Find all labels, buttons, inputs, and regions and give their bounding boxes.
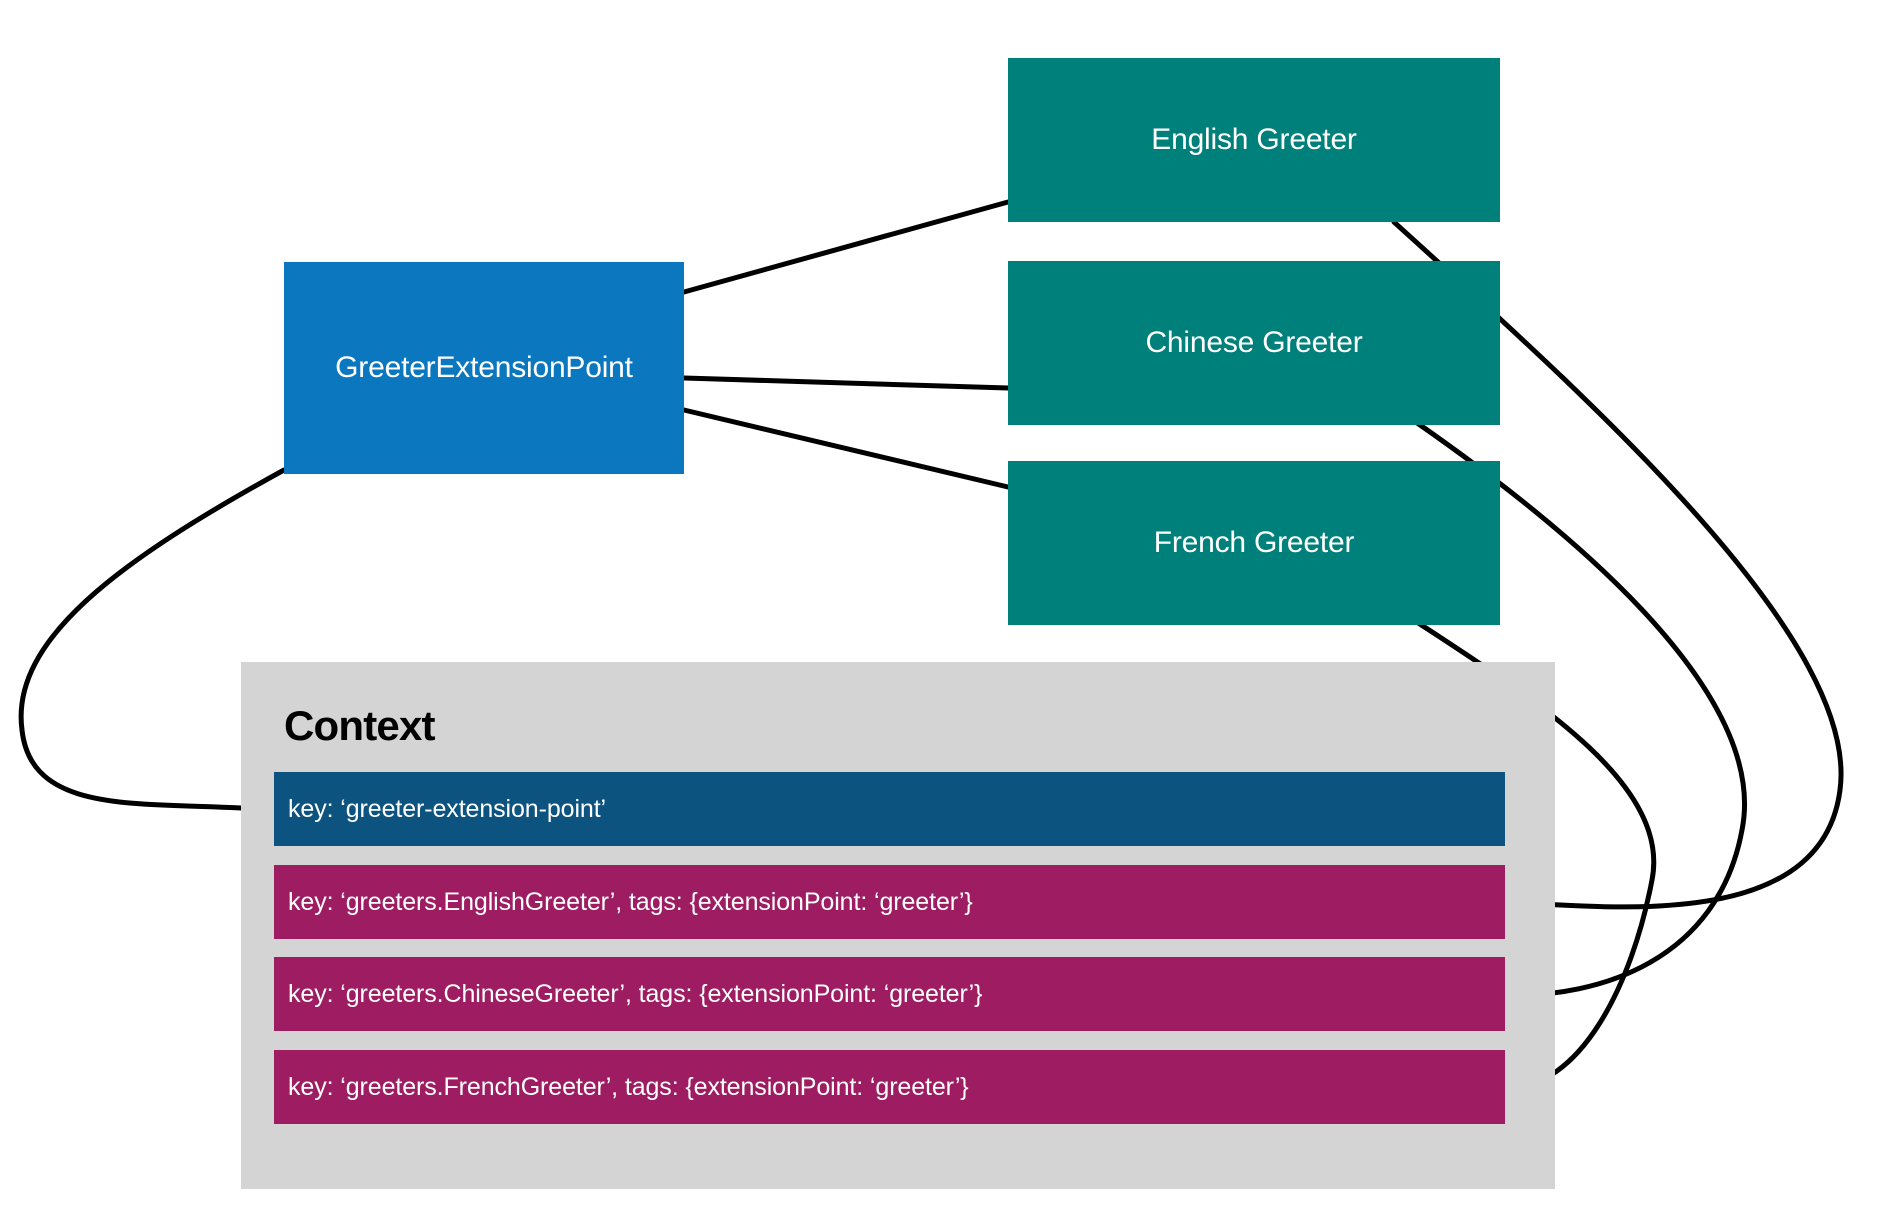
context-row-extension-point[interactable]: key: ‘greeter-extension-point’ — [274, 772, 1505, 846]
context-panel: Context key: ‘greeter-extension-point’ k… — [241, 662, 1555, 1189]
node-french-greeter[interactable]: French Greeter — [1008, 461, 1500, 625]
node-greeter-extension-point-label: GreeterExtensionPoint — [335, 351, 633, 384]
node-chinese-greeter-label: Chinese Greeter — [1145, 326, 1363, 359]
context-row-extension-point-label: key: ‘greeter-extension-point’ — [288, 794, 606, 823]
context-row-english-greeter[interactable]: key: ‘greeters.EnglishGreeter’, tags: {e… — [274, 865, 1505, 939]
context-row-french-greeter-label: key: ‘greeters.FrenchGreeter’, tags: {ex… — [288, 1072, 969, 1101]
context-row-french-greeter[interactable]: key: ‘greeters.FrenchGreeter’, tags: {ex… — [274, 1050, 1505, 1124]
edge-ep-to-french — [681, 407, 1011, 490]
context-row-english-greeter-label: key: ‘greeters.EnglishGreeter’, tags: {e… — [288, 887, 973, 916]
context-panel-title: Context — [284, 702, 436, 749]
node-chinese-greeter[interactable]: Chinese Greeter — [1008, 261, 1500, 425]
node-english-greeter-label: English Greeter — [1151, 123, 1357, 156]
context-row-chinese-greeter[interactable]: key: ‘greeters.ChineseGreeter’, tags: {e… — [274, 957, 1505, 1031]
node-greeter-extension-point[interactable]: GreeterExtensionPoint — [284, 262, 684, 474]
edge-ep-to-chinese — [681, 375, 1011, 391]
context-row-chinese-greeter-label: key: ‘greeters.ChineseGreeter’, tags: {e… — [288, 979, 983, 1008]
node-english-greeter[interactable]: English Greeter — [1008, 58, 1500, 222]
edge-ep-to-english — [681, 199, 1011, 295]
node-french-greeter-label: French Greeter — [1153, 526, 1355, 559]
